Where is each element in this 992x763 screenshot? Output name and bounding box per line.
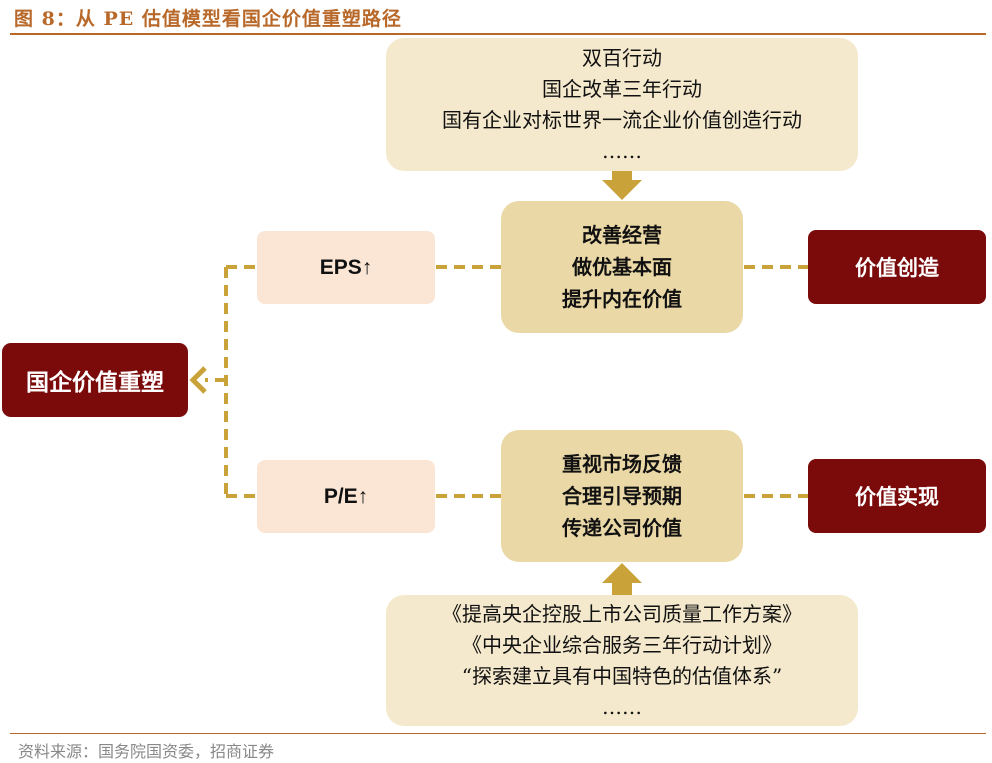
policy-line: …… (602, 694, 642, 719)
bottom-policies-box: 《提高央企控股上市公司质量工作方案》 《中央企业综合服务三年行动计划》 “探索建… (386, 595, 858, 726)
policy-line: “探索建立具有中国特色的估值体系” (461, 663, 783, 688)
pe-measure-line: 合理引导预期 (562, 484, 682, 508)
pe-measure-line: 传递公司价值 (562, 516, 682, 540)
eps-measure-line: 做优基本面 (572, 255, 672, 279)
value-creation-box: 价值创造 (808, 230, 986, 304)
center-node: 国企价值重塑 (2, 343, 188, 417)
initiative-line: 双百行动 (582, 45, 662, 70)
down-arrow-icon (602, 171, 642, 200)
value-realization-label: 价值实现 (855, 484, 939, 509)
eps-measure-line: 改善经营 (582, 223, 662, 247)
value-creation-label: 价值创造 (855, 255, 939, 280)
eps-factor-label: EPS↑ (319, 255, 373, 279)
up-arrow-icon (602, 563, 642, 595)
source-divider (10, 733, 986, 734)
pe-measures-box: 重视市场反馈 合理引导预期 传递公司价值 (501, 430, 743, 562)
center-label: 国企价值重塑 (26, 369, 164, 396)
title-divider (10, 33, 986, 35)
eps-factor-box: EPS↑ (257, 231, 435, 304)
value-realization-box: 价值实现 (808, 459, 986, 533)
eps-measures-box: 改善经营 做优基本面 提升内在价值 (501, 201, 743, 333)
policy-line: 《提高央企控股上市公司质量工作方案》 (442, 601, 802, 626)
figure-title: 图 8：从 PE 估值模型看国企价值重塑路径 (14, 8, 402, 30)
top-initiatives-box: 双百行动 国企改革三年行动 国有企业对标世界一流企业价值创造行动 …… (386, 38, 858, 171)
pe-factor-box: P/E↑ (257, 460, 435, 533)
center-arrow-icon (189, 366, 207, 394)
source-note: 资料来源：国务院国资委，招商证券 (18, 742, 275, 761)
pe-factor-label: P/E↑ (323, 484, 369, 508)
eps-measure-line: 提升内在价值 (562, 287, 682, 311)
initiative-line: …… (602, 138, 642, 163)
initiative-line: 国有企业对标世界一流企业价值创造行动 (442, 107, 802, 132)
pe-measure-line: 重视市场反馈 (562, 452, 682, 476)
policy-line: 《中央企业综合服务三年行动计划》 (462, 632, 782, 657)
initiative-line: 国企改革三年行动 (542, 76, 702, 101)
